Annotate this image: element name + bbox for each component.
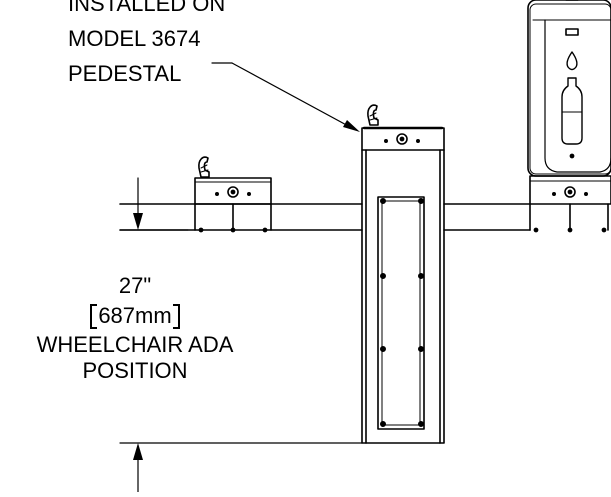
dimension-arrow-top: [133, 213, 143, 230]
water-bottle-icon: [561, 77, 583, 145]
installation-note: INSTALLED ON MODEL 3674 PEDESTAL: [68, 0, 225, 87]
height-note: 27" 687mm WHEELCHAIR ADA POSITION: [0, 273, 270, 384]
main-pedestal: [361, 127, 445, 444]
height-metric-text: 687mm: [98, 303, 172, 328]
bracket-right: [172, 304, 180, 329]
leader-line: [211, 62, 353, 129]
left-low-fountain: [194, 156, 272, 233]
bubbler-spout-icon: [367, 104, 379, 126]
installation-note-line-1: INSTALLED ON: [68, 0, 226, 16]
leader-arrowhead: [343, 120, 360, 132]
top-fountain: [362, 104, 444, 145]
height-imperial: 27": [118, 273, 152, 298]
height-label-line-2: POSITION: [82, 358, 188, 383]
height-metric: 687mm: [90, 303, 180, 329]
installation-note-line-3: PEDESTAL: [68, 61, 182, 86]
bottle-filler: [527, 0, 611, 233]
bracket-left: [90, 304, 98, 329]
height-label-line-1: WHEELCHAIR ADA: [36, 332, 234, 357]
access-panel: [377, 196, 425, 430]
dimension-arrow-bottom: [133, 443, 143, 460]
height-metric-row: 687mm: [0, 303, 270, 329]
height-dimension: [119, 177, 363, 493]
crossbar: [119, 203, 531, 231]
water-drop-icon: [566, 51, 578, 71]
installation-note-line-2: MODEL 3674: [68, 26, 201, 51]
